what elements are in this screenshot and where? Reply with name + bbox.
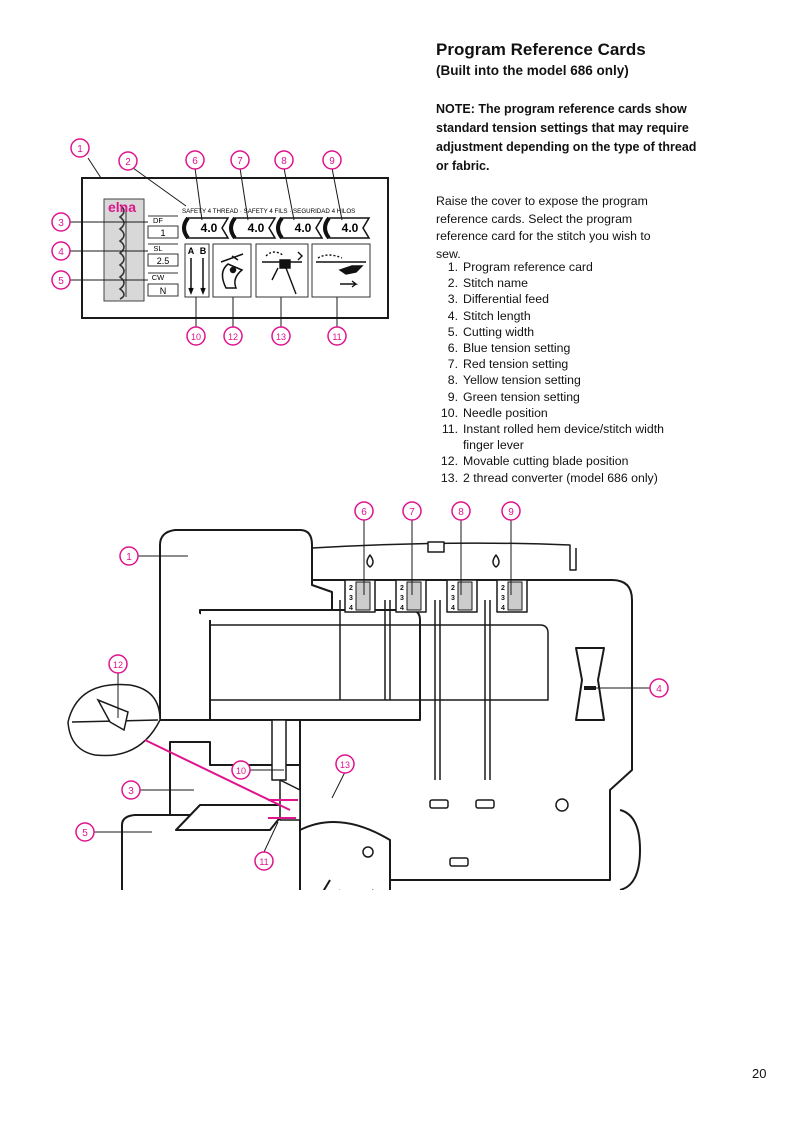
callout-label: 10 bbox=[236, 766, 246, 776]
card-callouts bbox=[51, 138, 347, 346]
note-paragraph: NOTE: The program reference cards show s… bbox=[436, 102, 697, 173]
callout-label: 9 bbox=[329, 156, 335, 167]
svg-text:2: 2 bbox=[501, 585, 505, 592]
callout-label: 1 bbox=[126, 552, 132, 563]
callout-label: 3 bbox=[58, 218, 64, 229]
list-item: 8.Yellow tension setting bbox=[447, 373, 581, 388]
list-item: 11.Instant rolled hem device/stitch widt… bbox=[441, 422, 664, 453]
tension-badges: 4.0 4.0 4.0 4.0 bbox=[182, 216, 371, 240]
callout-label: 12 bbox=[113, 660, 123, 670]
df-value: 1 bbox=[160, 228, 165, 238]
list-item: 7.Red tension setting bbox=[447, 357, 569, 372]
list-item: 4.Stitch length bbox=[447, 308, 531, 323]
svg-text:3: 3 bbox=[451, 595, 455, 602]
callout-label: 5 bbox=[58, 276, 64, 287]
svg-text:2: 2 bbox=[451, 585, 455, 592]
green-tension-value: 4.0 bbox=[342, 221, 359, 235]
page-title: Program Reference Cards bbox=[436, 40, 646, 59]
needle-b-label: B bbox=[200, 246, 207, 256]
callout-label: 4 bbox=[656, 684, 662, 695]
list-item: 5.Cutting width bbox=[447, 324, 535, 339]
sl-label: SL bbox=[153, 244, 162, 253]
stitch-name: SAFETY 4 THREAD · SAFETY 4 FILS · SEGURI… bbox=[182, 208, 355, 215]
page-number: 20 bbox=[752, 1066, 767, 1081]
list-item: 3.Differential feed bbox=[447, 292, 549, 307]
needle-a-label: A bbox=[188, 246, 195, 256]
svg-text:4: 4 bbox=[349, 605, 353, 612]
callout-label: 2 bbox=[125, 157, 131, 168]
svg-text:4: 4 bbox=[400, 605, 404, 612]
page-subtitle: (Built into the model 686 only) bbox=[436, 63, 629, 78]
callout-label: 13 bbox=[276, 332, 286, 342]
callout-label: 6 bbox=[192, 156, 198, 167]
svg-text:2: 2 bbox=[349, 585, 353, 592]
callout-label: 1 bbox=[77, 144, 83, 155]
card-leader-lines bbox=[69, 157, 343, 327]
svg-text:4: 4 bbox=[501, 605, 505, 612]
svg-text:3: 3 bbox=[501, 595, 505, 602]
df-label: DF bbox=[153, 216, 163, 225]
cutting-blade-icon bbox=[220, 253, 244, 289]
svg-text:2: 2 bbox=[400, 585, 404, 592]
red-tension-value: 4.0 bbox=[248, 221, 265, 235]
callout-label: 5 bbox=[82, 828, 88, 839]
intro-paragraph: Raise the cover to expose the program re… bbox=[436, 194, 651, 261]
callout-label: 4 bbox=[58, 247, 64, 258]
callout-label: 3 bbox=[128, 786, 134, 797]
callout-label: 13 bbox=[340, 760, 350, 770]
callout-label: 6 bbox=[361, 507, 367, 518]
callout-label: 7 bbox=[237, 156, 243, 167]
svg-text:3: 3 bbox=[349, 595, 353, 602]
sl-value: 2.5 bbox=[157, 256, 170, 266]
callout-label: 7 bbox=[409, 507, 415, 518]
list-item: 10.Needle position bbox=[440, 405, 548, 420]
program-card-diagram: elna DF 1 SL 2.5 CW N SAFETY 4 THREAD · … bbox=[51, 138, 389, 346]
list-item: 12.Movable cutting blade position bbox=[440, 454, 629, 469]
callout-label: 9 bbox=[508, 507, 514, 518]
serger-machine-diagram: 2 3 4 2 3 4 2 3 4 2 3 4 6 7 8 bbox=[67, 501, 669, 890]
svg-text:3: 3 bbox=[400, 595, 404, 602]
list-item: 9.Green tension setting bbox=[447, 389, 580, 404]
list-item: 6.Blue tension setting bbox=[447, 341, 571, 356]
legend-list: 1.Program reference card 2.Stitch name 3… bbox=[436, 259, 696, 486]
callout-label: 11 bbox=[332, 332, 341, 342]
list-item: 1.Program reference card bbox=[447, 260, 593, 274]
cw-value: N bbox=[160, 286, 167, 296]
callout-label: 10 bbox=[191, 332, 201, 342]
callout-label: 8 bbox=[281, 156, 287, 167]
cw-label: CW bbox=[152, 273, 165, 282]
svg-text:4: 4 bbox=[451, 605, 455, 612]
list-item: 13.2 thread converter (model 686 only) bbox=[440, 470, 658, 485]
callout-label: 12 bbox=[228, 332, 238, 342]
callout-label: 8 bbox=[458, 507, 464, 518]
list-item: 2.Stitch name bbox=[447, 276, 528, 291]
yellow-tension-value: 4.0 bbox=[295, 221, 312, 235]
rolled-hem-icon bbox=[316, 254, 366, 288]
blue-tension-value: 4.0 bbox=[201, 221, 218, 235]
thread-converter-icon bbox=[262, 251, 303, 295]
needle-icon bbox=[188, 258, 206, 296]
brand-logo: elna bbox=[108, 199, 136, 215]
callout-label: 11 bbox=[259, 857, 268, 867]
